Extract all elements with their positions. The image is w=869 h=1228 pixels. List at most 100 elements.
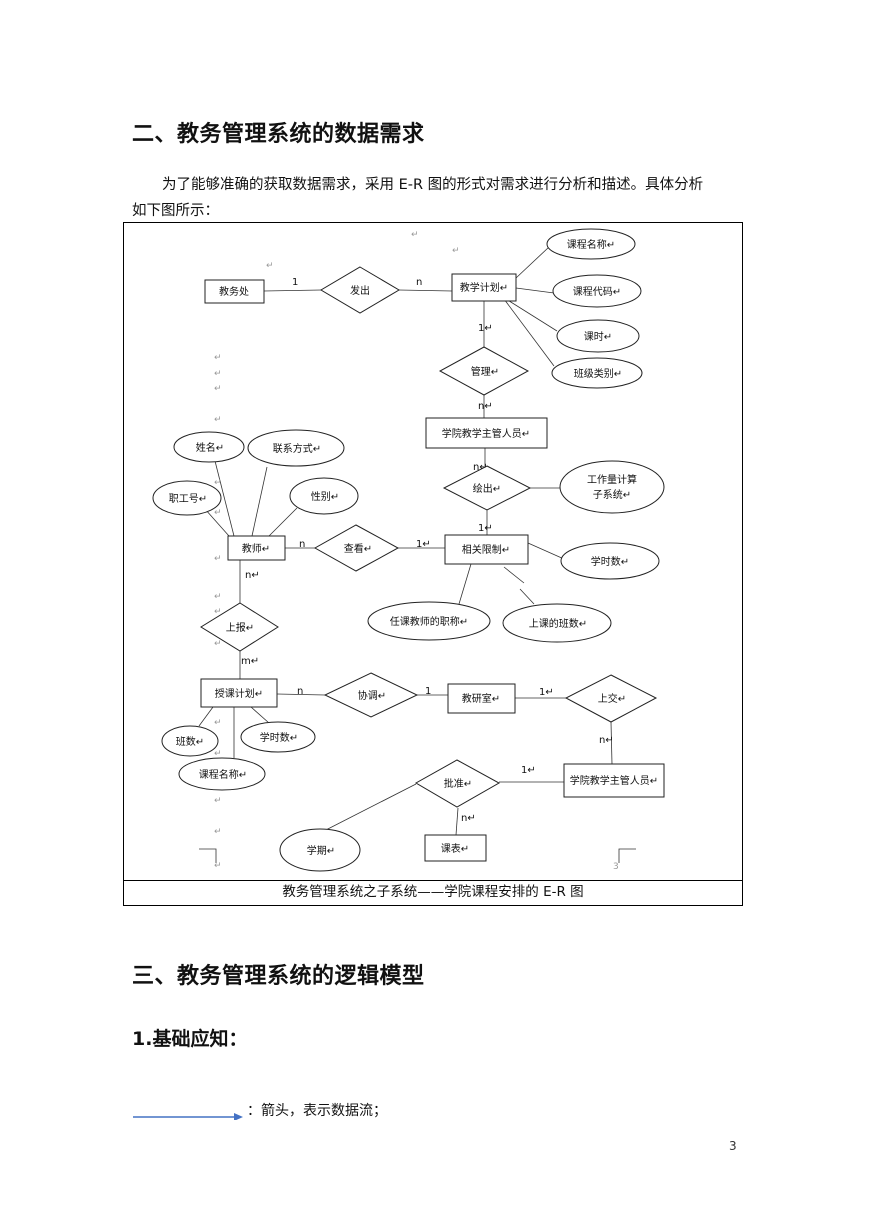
paragraph-mark: ↵ bbox=[214, 353, 222, 363]
cardinality-approve-schedule: n↵ bbox=[461, 813, 476, 824]
figure-caption: 教务管理系统之子系统——学院课程安排的 E-R 图 bbox=[124, 880, 742, 905]
label-head1: 学院教学主管人员↵ bbox=[442, 427, 530, 440]
entity-boxes bbox=[200, 273, 665, 862]
cardinality-teacher-view: n bbox=[299, 539, 305, 550]
label-term: 学期↵ bbox=[307, 844, 335, 857]
label-gender: 性别↵ bbox=[311, 490, 339, 503]
paragraph-mark: ↵ bbox=[266, 261, 274, 271]
paragraph-mark: ↵ bbox=[214, 796, 222, 806]
connector-lines bbox=[198, 246, 636, 863]
intro-line-2: 如下图所示： bbox=[132, 203, 219, 219]
label-hours: 课时↵ bbox=[584, 331, 612, 343]
label-study-hours: 学时数↵ bbox=[591, 555, 629, 568]
rel-diamond-coord bbox=[323, 672, 419, 718]
paragraph-mark: ↵ bbox=[214, 508, 222, 518]
attr-ellipse-teacher-title bbox=[367, 601, 491, 641]
paragraph-mark: ↵ bbox=[214, 369, 222, 379]
attr-ellipse-name bbox=[173, 431, 245, 463]
entity-box-head2 bbox=[563, 763, 665, 798]
label-manage: 管理↵ bbox=[471, 365, 499, 378]
paragraph-mark: ↵ bbox=[214, 478, 222, 488]
paragraph-mark: ↵ bbox=[214, 827, 222, 837]
subsection-title: 1.基础应知： bbox=[132, 1028, 248, 1050]
label-teacher-title: 任课教师的职称↵ bbox=[390, 615, 468, 628]
paragraph-mark: ↵ bbox=[411, 230, 419, 240]
cardinality-submit-head2: n↵ bbox=[599, 735, 614, 746]
cardinality-draw-limit: 1↵ bbox=[478, 523, 493, 534]
attr-ellipse-course-name bbox=[546, 228, 636, 260]
cardinality-office-submit: 1↵ bbox=[539, 687, 554, 698]
label-jwc: 教务处 bbox=[219, 285, 249, 298]
label-coord: 协调↵ bbox=[358, 689, 386, 702]
attr-ellipse-tp-course-name bbox=[178, 757, 266, 791]
section-title: 三、教务管理系统的逻辑模型 bbox=[132, 964, 425, 989]
attr-ellipse-staff-id bbox=[152, 480, 222, 516]
label-issue: 发出 bbox=[350, 284, 370, 297]
cardinality-labels: 1 n 1↵ n↵ n↵ 1↵ n 1↵ n↵ m↵ n 1 1↵ n↵ 1↵ … bbox=[241, 277, 614, 824]
intro-paragraph: 为了能够准确的获取数据需求，采用 E-R 图的形式对需求进行分析和描述。具体分析… bbox=[132, 172, 742, 224]
paragraph-mark: ↵ bbox=[452, 246, 460, 256]
attr-ellipse-study-hours bbox=[560, 542, 660, 580]
attr-ellipse-tp-study-hours bbox=[240, 721, 316, 753]
cardinality-head1-draw: n↵ bbox=[473, 462, 488, 473]
label-draw: 绘出↵ bbox=[473, 482, 501, 495]
corner-page-number: 3 bbox=[613, 862, 619, 872]
rel-diamond-issue bbox=[320, 266, 400, 314]
label-head2: 学院教学主管人员↵ bbox=[570, 774, 658, 787]
section-title: 二、教务管理系统的数据需求 bbox=[132, 122, 425, 147]
attr-ellipse-class-count bbox=[502, 603, 612, 643]
legend-arrow-text: ：箭头，表示数据流； bbox=[247, 1103, 387, 1119]
label-tp-class-count: 班数↵ bbox=[176, 735, 204, 748]
label-tp-study-hours: 学时数↵ bbox=[260, 731, 298, 744]
data-flow-arrow-icon bbox=[133, 1113, 243, 1120]
label-office: 教研室↵ bbox=[462, 692, 500, 705]
attribute-ellipses bbox=[152, 228, 665, 872]
label-limit: 相关限制↵ bbox=[462, 543, 510, 556]
relationship-diamonds bbox=[200, 266, 658, 808]
paragraph-mark: ↵ bbox=[214, 639, 222, 649]
entity-box-teachplan bbox=[200, 678, 278, 708]
cardinality-manage-head1: n↵ bbox=[478, 401, 493, 412]
label-tp-course-name: 课程名称↵ bbox=[199, 768, 247, 781]
paragraph-mark: ↵ bbox=[214, 749, 222, 759]
cardinality-report-teachplan: m↵ bbox=[241, 656, 259, 667]
label-schedule: 课表↵ bbox=[441, 842, 469, 855]
paragraph-mark: ↵ bbox=[214, 861, 222, 871]
paragraph-mark: ↵ bbox=[214, 415, 222, 425]
label-workload-1: 工作量计算 bbox=[587, 473, 637, 486]
paragraph-mark: ↵ bbox=[214, 384, 222, 394]
rel-diamond-submit bbox=[564, 674, 658, 723]
entity-box-head1 bbox=[425, 417, 548, 449]
label-class-type: 班级类别↵ bbox=[574, 367, 622, 380]
intro-line-1: 为了能够准确的获取数据需求，采用 E-R 图的形式对需求进行分析和描述。具体分析 bbox=[162, 177, 704, 193]
label-submit: 上交↵ bbox=[598, 692, 626, 705]
entity-box-jwc bbox=[204, 279, 265, 304]
attr-ellipse-contact bbox=[247, 429, 345, 467]
entity-box-schedule bbox=[424, 834, 487, 862]
page-number: 3 bbox=[729, 1139, 737, 1153]
rel-diamond-view bbox=[313, 524, 400, 572]
rel-diamond-draw bbox=[442, 465, 532, 511]
cardinality-issue-plan: n bbox=[416, 277, 422, 288]
entity-box-office bbox=[447, 683, 516, 714]
paragraph-mark: ↵ bbox=[214, 592, 222, 602]
cardinality-jwc-issue: 1 bbox=[292, 277, 298, 288]
label-class-count: 上课的班数↵ bbox=[529, 617, 587, 630]
er-diagram: 教务处 教学计划↵ 学院教学主管人员↵ 相关限制↵ 教师↵ 授课计划↵ 教研室↵… bbox=[152, 228, 665, 872]
diagram-labels: 教务处 教学计划↵ 学院教学主管人员↵ 相关限制↵ 教师↵ 授课计划↵ 教研室↵… bbox=[169, 238, 658, 857]
paragraph-mark: ↵ bbox=[214, 554, 222, 564]
rel-diamond-manage bbox=[438, 346, 530, 396]
attr-ellipse-hours bbox=[556, 319, 640, 353]
label-workload-2: 子系统↵ bbox=[593, 488, 631, 501]
label-course-name: 课程名称↵ bbox=[567, 238, 615, 251]
cardinality-teachplan-coord: n bbox=[297, 686, 303, 697]
paragraph-mark: ↵ bbox=[214, 607, 222, 617]
paragraph-marks: ↵ ↵ ↵ ↵ ↵ ↵ ↵ ↵ ↵ ↵ ↵ ↵ ↵ ↵ ↵ ↵ ↵ ↵ 3 bbox=[214, 230, 619, 872]
attr-ellipse-course-code bbox=[552, 274, 642, 308]
paragraph-mark: ↵ bbox=[214, 718, 222, 728]
label-approve: 批准↵ bbox=[444, 777, 472, 790]
er-diagram-figure: 教务处 教学计划↵ 学院教学主管人员↵ 相关限制↵ 教师↵ 授课计划↵ 教研室↵… bbox=[123, 222, 743, 906]
label-staff-id: 职工号↵ bbox=[169, 493, 207, 505]
cardinality-view-limit: 1↵ bbox=[416, 539, 431, 550]
label-contact: 联系方式↵ bbox=[273, 442, 321, 455]
